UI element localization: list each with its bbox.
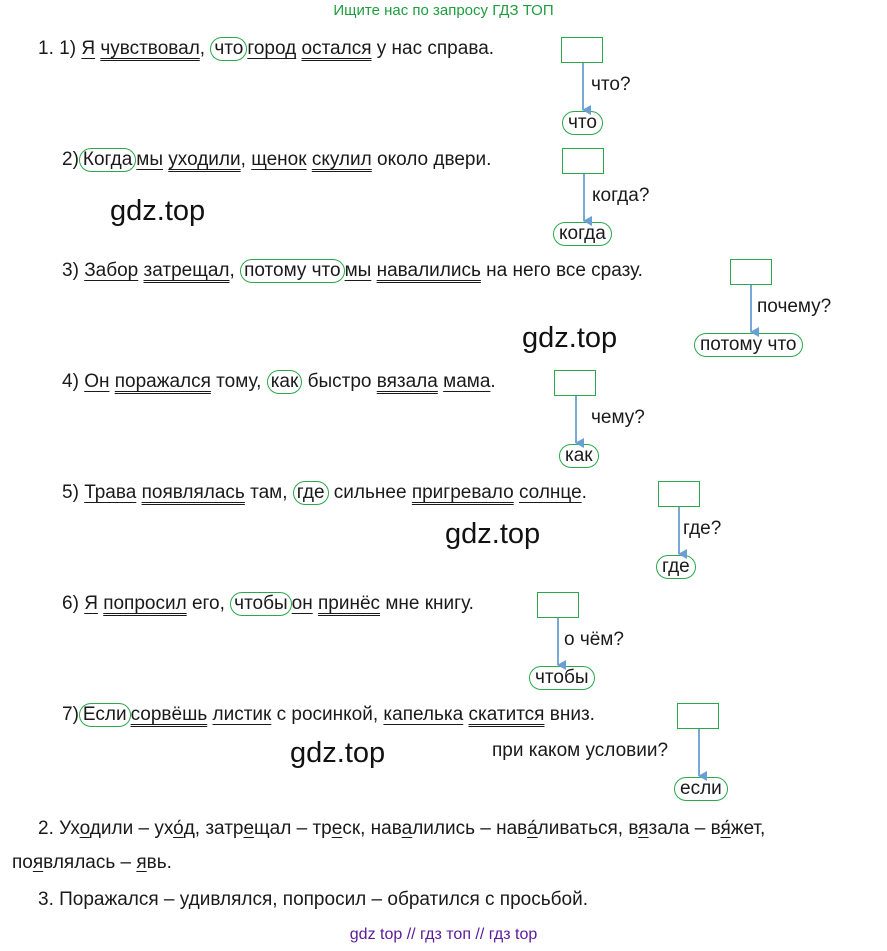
answer-oval: что (562, 111, 603, 135)
conjunction-oval: как (266, 370, 303, 394)
predicate: уходили (168, 149, 241, 170)
subject: Он (84, 371, 110, 392)
predicate: сорвёшь (130, 704, 208, 725)
item-number: 6) (62, 593, 79, 614)
conjunction-oval: Когда (78, 148, 137, 172)
answer-oval: где (656, 555, 696, 579)
predicate: пригревало (411, 482, 514, 503)
question-label: где? (683, 518, 722, 539)
question-label: о чём? (564, 629, 624, 650)
item-number: 3) (62, 260, 79, 281)
answer-oval: если (674, 777, 728, 801)
question-label: почему? (757, 296, 832, 317)
question-label: что? (591, 74, 631, 95)
subject: он (291, 593, 313, 614)
conjunction-oval: чтобы (230, 592, 292, 616)
predicate: скулил (311, 149, 372, 170)
answer-oval: потому что (694, 333, 803, 357)
item-number: 7) (62, 704, 79, 725)
predicate: принёс (318, 593, 381, 614)
predicate: вязала (376, 371, 438, 392)
subject: мама (443, 371, 491, 392)
subject: мы (344, 260, 372, 281)
answer-oval: когда (553, 222, 612, 246)
answer-oval: как (559, 444, 599, 468)
main-clause-box (730, 259, 772, 285)
main-clause-box (537, 592, 579, 618)
item-number: 4) (62, 371, 79, 392)
subject: щенок (251, 149, 307, 170)
subject: листик (212, 704, 272, 725)
predicate: чувствовал (100, 38, 200, 59)
question-label: когда? (592, 185, 650, 206)
sentence-4: 4) Он поражался тому, как быстро вязала … (62, 370, 496, 394)
subject: Я (81, 38, 96, 59)
predicate: скатится (468, 704, 545, 725)
footer-watermark: gdz top // гдз топ // гдз top (349, 926, 538, 943)
predicate: появлялась (141, 482, 245, 503)
conjunction-oval: где (292, 481, 329, 505)
item-number: 5) (62, 482, 79, 503)
item-number: 1. 1) (38, 38, 77, 59)
paragraph-2-line-2: появлялась – явь. (12, 852, 172, 873)
conjunction-oval: Если (78, 703, 131, 727)
watermark: gdz.top (522, 322, 618, 354)
predicate: навалились (376, 260, 481, 281)
subject: Забор (84, 260, 139, 281)
header-banner: Ищите нас по запросу ГДЗ ТОП (333, 2, 554, 19)
main-clause-box (561, 37, 603, 63)
main-clause-box (658, 481, 700, 507)
predicate: попросил (103, 593, 187, 614)
sentence-5: 5) Трава появлялась там, где сильнее при… (62, 481, 587, 505)
watermark: gdz.top (445, 518, 541, 550)
subject: мы (136, 149, 163, 170)
subject: Трава (84, 482, 137, 503)
subject: солнце (518, 482, 582, 503)
conjunction-oval: потому что (240, 259, 345, 283)
main-clause-box (554, 370, 596, 396)
main-clause-box (562, 148, 604, 174)
subject: город (247, 38, 297, 59)
predicate: остался (301, 38, 372, 59)
paragraph-2-line-1: 2. Уходили – ухо́д, затрещал – треск, на… (38, 818, 766, 839)
subject: капелька (383, 704, 464, 725)
question-label: при каком условии? (492, 740, 669, 761)
subject: Я (84, 593, 98, 614)
main-clause-box (677, 703, 719, 729)
watermark: gdz.top (290, 737, 386, 769)
paragraph-3: 3. Поражался – удивлялся, попросил – обр… (38, 889, 588, 910)
watermark: gdz.top (110, 195, 206, 227)
predicate: поражался (114, 371, 211, 392)
predicate: затрещал (143, 260, 230, 281)
item-number: 2) (62, 149, 79, 170)
conjunction-oval: что (210, 37, 248, 61)
question-label: чему? (591, 407, 645, 428)
